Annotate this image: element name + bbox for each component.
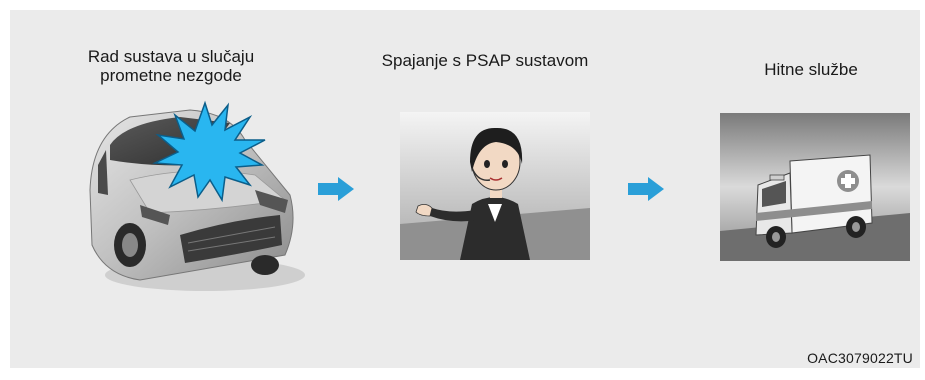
diagram-frame: Rad sustava u slučaju prometne nezgode: [10, 10, 920, 368]
figure-code: OAC3079022TU: [807, 350, 913, 366]
step-2-label: Spajanje s PSAP sustavom: [360, 51, 610, 70]
operator-icon: [400, 112, 590, 260]
ambulance-icon: [720, 113, 910, 261]
arrow-right-icon: [628, 177, 664, 201]
step-1-label: Rad sustava u slučaju prometne nezgode: [56, 47, 286, 85]
crashed-car-icon: [70, 95, 310, 295]
step-3-label: Hitne službe: [716, 60, 906, 79]
arrow-right-icon: [318, 177, 354, 201]
